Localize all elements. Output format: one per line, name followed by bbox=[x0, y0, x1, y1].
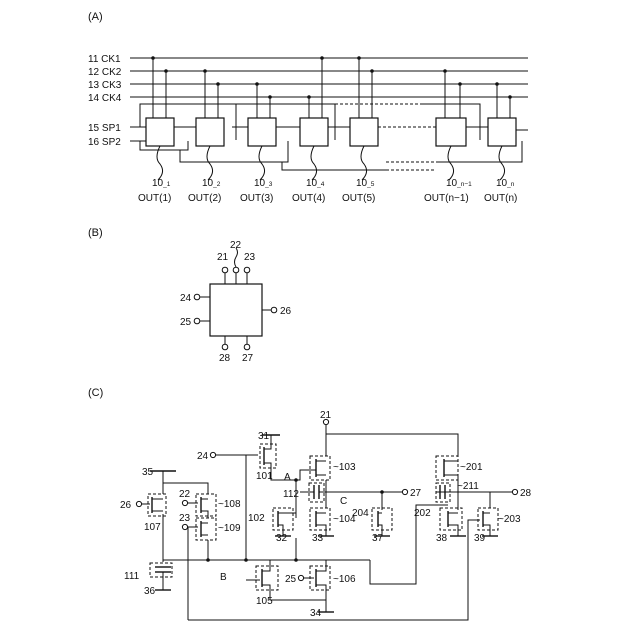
stage-ref-n-1: 10_n−1 bbox=[446, 178, 472, 189]
panel-b-label: (B) bbox=[88, 227, 103, 239]
c-node-26: 26 bbox=[120, 500, 132, 511]
c-node-a: A bbox=[284, 472, 291, 483]
stage-block-5 bbox=[350, 118, 378, 146]
b-term-22: 22 bbox=[230, 240, 242, 251]
start-line-label-2: 16 SP2 bbox=[88, 137, 121, 148]
c-node-201: ~201 bbox=[460, 462, 483, 473]
c-node-108: ~108 bbox=[218, 499, 241, 510]
stage-ref-5: 10_5 bbox=[356, 178, 375, 189]
c-node-25: 25 bbox=[285, 574, 297, 585]
c-node-24: 24 bbox=[197, 451, 209, 462]
clock-line-label-4: 14 CK4 bbox=[88, 93, 122, 104]
stage-out-2: OUT(2) bbox=[188, 193, 221, 204]
panel-a-lines bbox=[130, 58, 528, 170]
clock-taps bbox=[151, 56, 512, 118]
c-node-31: 31 bbox=[258, 431, 270, 442]
c-node-204: 204 bbox=[352, 508, 369, 519]
stage-out-3: OUT(3) bbox=[240, 193, 273, 204]
stage-leaders bbox=[157, 146, 505, 180]
b-term-23: 23 bbox=[244, 252, 256, 263]
c-node-23: 23 bbox=[179, 513, 191, 524]
stage-ref-4: 10_4 bbox=[306, 178, 325, 189]
stage-block-n bbox=[488, 118, 516, 146]
stage-ref-n: 10_n bbox=[496, 178, 515, 189]
clock-line-label-3: 13 CK3 bbox=[88, 80, 122, 91]
start-line-label-1: 15 SP1 bbox=[88, 123, 121, 134]
c-node-36: 36 bbox=[144, 586, 156, 597]
stage-out-n: OUT(n) bbox=[484, 193, 517, 204]
c-node-37: 37 bbox=[372, 533, 384, 544]
stage-out-1: OUT(1) bbox=[138, 193, 171, 204]
c-node-22: 22 bbox=[179, 489, 191, 500]
stage-block-3 bbox=[248, 118, 276, 146]
c-node-202: 202 bbox=[414, 508, 431, 519]
c-node-32: 32 bbox=[276, 533, 288, 544]
c-node-33: 33 bbox=[312, 533, 324, 544]
b-term-21: 21 bbox=[217, 252, 229, 263]
c-node-111: 111 bbox=[124, 571, 140, 582]
b-term-27: 27 bbox=[242, 353, 254, 364]
stage-block-n-1 bbox=[436, 118, 466, 146]
clock-line-label-2: 12 CK2 bbox=[88, 67, 122, 78]
c-node-112: 112 bbox=[283, 489, 299, 500]
stage-ref-1: 10_1 bbox=[152, 178, 171, 189]
c-node-38: 38 bbox=[436, 533, 448, 544]
panel-a-label: (A) bbox=[88, 11, 103, 23]
c-node-c: C bbox=[340, 496, 347, 507]
stage-block-4 bbox=[300, 118, 328, 146]
c-node-102: 102 bbox=[248, 513, 265, 524]
c-node-35: 35 bbox=[142, 467, 154, 478]
c-node-203: ~203 bbox=[498, 514, 521, 525]
c-node-27: 27 bbox=[410, 488, 422, 499]
c-node-103: ~103 bbox=[333, 462, 356, 473]
c-node-211: ~211 bbox=[457, 481, 479, 492]
c-node-28: 28 bbox=[520, 488, 532, 499]
stage-ref-3: 10_3 bbox=[254, 178, 273, 189]
b-term-24: 24 bbox=[180, 293, 192, 304]
b-term-25: 25 bbox=[180, 317, 192, 328]
stage-block-1 bbox=[146, 118, 174, 146]
c-node-109: ~109 bbox=[218, 523, 241, 534]
stage-ref-2: 10_2 bbox=[202, 178, 221, 189]
stage-out-n-1: OUT(n−1) bbox=[424, 193, 469, 204]
panel-b-block bbox=[194, 248, 277, 350]
c-node-34: 34 bbox=[310, 608, 322, 619]
panel-c-transistors bbox=[148, 443, 498, 590]
stage-blocks bbox=[146, 118, 516, 146]
stage-block-2 bbox=[196, 118, 224, 146]
c-node-39: 39 bbox=[474, 533, 486, 544]
b-term-26: 26 bbox=[280, 306, 292, 317]
c-node-21: 21 bbox=[320, 410, 332, 421]
c-node-b: B bbox=[220, 572, 227, 583]
c-node-106: ~106 bbox=[333, 574, 356, 585]
clock-line-label-1: 11 CK1 bbox=[88, 54, 121, 65]
panel-c-label: (C) bbox=[88, 387, 103, 399]
stage-out-5: OUT(5) bbox=[342, 193, 375, 204]
c-node-101: 101 bbox=[256, 471, 273, 482]
c-node-107: 107 bbox=[144, 522, 161, 533]
stage-labels: 10_1 OUT(1) 10_2 OUT(2) 10_3 OUT(3) 10_4… bbox=[138, 178, 517, 204]
c-node-105: 105 bbox=[256, 596, 273, 607]
b-term-28: 28 bbox=[219, 353, 231, 364]
stage-out-4: OUT(4) bbox=[292, 193, 325, 204]
